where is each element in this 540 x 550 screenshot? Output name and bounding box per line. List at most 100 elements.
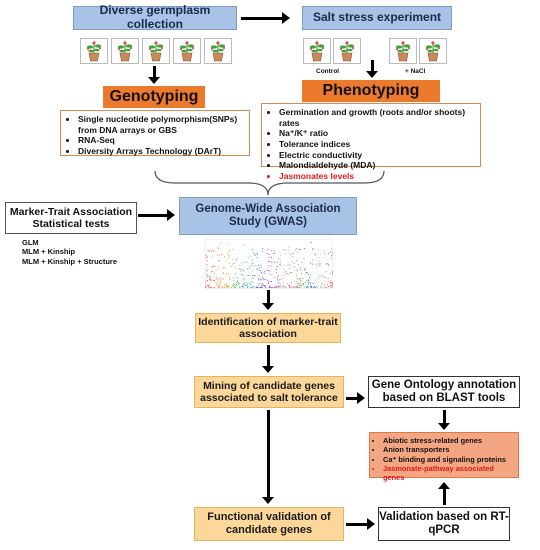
manhattan-point (331, 284, 333, 286)
manhattan-point (228, 254, 230, 256)
manhattan-point (238, 268, 240, 270)
manhattan-point (291, 261, 293, 263)
manhattan-point (233, 287, 235, 288)
manhattan-point (294, 266, 296, 268)
manhattan-point (209, 278, 210, 280)
manhattan-point (271, 250, 273, 252)
manhattan-point (310, 287, 312, 288)
manhattan-point (242, 269, 244, 271)
manhattan-point (297, 283, 299, 284)
manhattan-point (262, 284, 264, 286)
manhattan-point (254, 255, 256, 257)
arrow-head (438, 423, 450, 430)
manhattan-point (329, 282, 331, 283)
manhattan-point (225, 283, 227, 285)
manhattan-point (233, 286, 235, 288)
manhattan-point (289, 286, 290, 288)
manhattan-point (254, 253, 256, 255)
manhattan-point (296, 277, 298, 279)
manhattan-point (287, 273, 288, 274)
arrow-head (282, 12, 290, 24)
manhattan-point (314, 253, 316, 255)
manhattan-point (299, 278, 301, 280)
manhattan-point (256, 252, 258, 254)
manhattan-point (319, 264, 321, 266)
manhattan-point (282, 277, 284, 279)
manhattan-point (317, 249, 319, 251)
manhattan-point (319, 260, 321, 262)
manhattan-point (332, 273, 333, 275)
phenotyping-item: Malondialdehyde (MDA) (279, 160, 476, 171)
manhattan-point (234, 273, 236, 275)
manhattan-point (321, 283, 323, 285)
manhattan-point (262, 276, 263, 278)
manhattan-point (224, 284, 225, 285)
manhattan-point (252, 265, 254, 267)
manhattan-point (259, 270, 261, 271)
manhattan-point (320, 253, 322, 255)
manhattan-point (211, 266, 213, 268)
manhattan-point (220, 242, 222, 244)
manhattan-point (247, 287, 248, 288)
manhattan-point (207, 256, 209, 258)
manhattan-point (224, 286, 225, 288)
manhattan-point (302, 278, 304, 279)
manhattan-point (291, 282, 293, 283)
manhattan-point (310, 274, 312, 276)
manhattan-point (290, 272, 291, 273)
manhattan-point (216, 278, 218, 280)
manhattan-point (266, 270, 268, 272)
plant-pot-icon (419, 38, 447, 64)
manhattan-point (271, 262, 273, 264)
manhattan-point (229, 256, 230, 258)
manhattan-point (302, 282, 304, 284)
arrow-to-phenotyping (371, 60, 374, 72)
nacl-label: + NaCl (405, 68, 426, 75)
manhattan-point (325, 263, 327, 265)
manhattan-point (319, 265, 321, 267)
manhattan-point (273, 253, 275, 254)
manhattan-point (327, 278, 329, 280)
manhattan-point (297, 251, 299, 253)
manhattan-point (205, 256, 207, 258)
manhattan-point (275, 287, 277, 288)
manhattan-point (231, 287, 232, 288)
manhattan-point (320, 286, 321, 288)
manhattan-point (268, 287, 270, 288)
manhattan-point (269, 281, 271, 282)
manhattan-point (228, 273, 229, 275)
manhattan-point (271, 256, 272, 258)
manhattan-point (306, 272, 308, 274)
manhattan-point (316, 257, 318, 259)
manhattan-point (297, 270, 298, 272)
manhattan-point (237, 283, 239, 285)
genotyping-box: Genotyping (103, 86, 205, 108)
manhattan-point (316, 262, 318, 264)
manhattan-point (306, 280, 308, 282)
manhattan-point (216, 277, 217, 279)
manhattan-point (248, 283, 250, 285)
manhattan-point (274, 261, 276, 263)
plant-pot-icon (80, 38, 108, 64)
manhattan-point (280, 264, 281, 266)
manhattan-point (240, 271, 242, 273)
manhattan-point (284, 253, 286, 255)
manhattan-point (289, 285, 291, 287)
manhattan-point (316, 281, 318, 283)
manhattan-point (218, 286, 219, 288)
manhattan-point (295, 286, 297, 288)
manhattan-point (282, 249, 284, 251)
manhattan-point (232, 248, 234, 250)
manhattan-point (274, 276, 276, 278)
manhattan-point (308, 274, 310, 275)
manhattan-point (236, 283, 238, 285)
manhattan-point (322, 257, 324, 259)
manhattan-point (311, 259, 313, 261)
manhattan-point (253, 286, 255, 288)
manhattan-point (243, 275, 245, 277)
manhattan-point (326, 263, 328, 264)
manhattan-point (252, 281, 254, 283)
manhattan-point (284, 287, 286, 288)
manhattan-point (282, 285, 284, 287)
manhattan-point (329, 272, 331, 274)
